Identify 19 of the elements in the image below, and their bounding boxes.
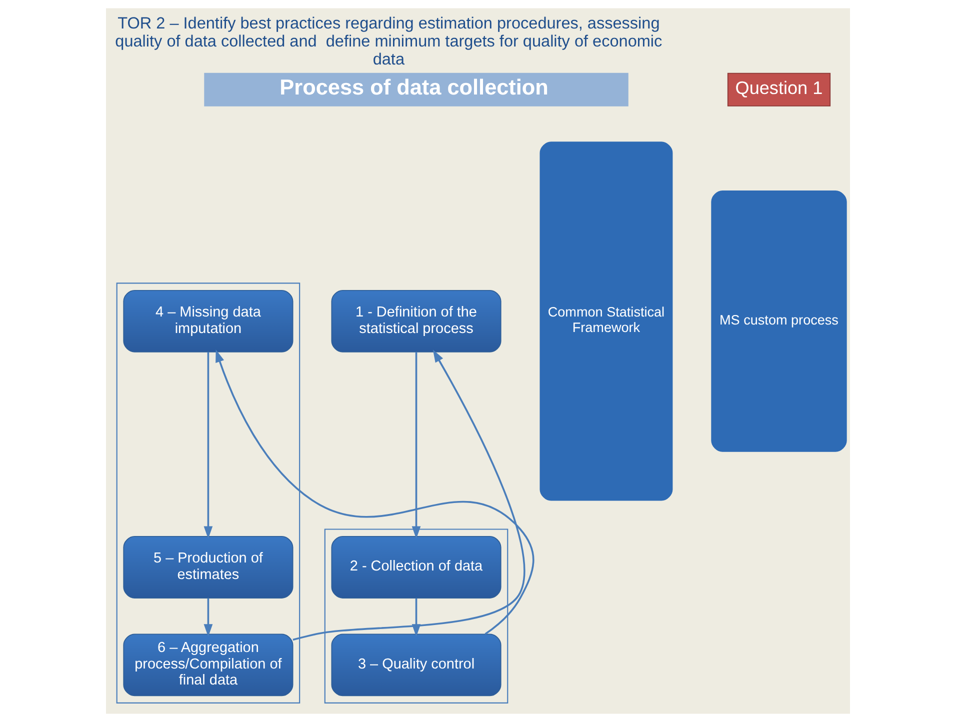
arrow [203,352,212,539]
node-box: 4 – Missing data imputation [122,290,293,352]
arrow [411,352,420,539]
node-box: Common Statistical Framework [539,142,672,501]
node-box: 1 - Definition of the statistical process [330,290,501,352]
cluster [116,282,300,704]
node-box: 5 – Production of estimates [122,536,293,598]
node-box: 6 – Aggregation process/Compilation of final data [122,634,293,696]
node-box: 3 – Quality control [330,634,501,696]
diagram-title: TOR 2 – Identify best practices regarding estimation procedures, assessing quality of data collected and define minimum targets for quality of economic data [114,14,662,69]
cluster [324,528,508,704]
node-box: MS custom process [710,190,846,452]
arrow [411,598,420,637]
arrow [292,350,525,641]
node-box: Question 1 [726,72,830,106]
node-box: Process of data collection [204,72,628,106]
arrow [203,598,212,637]
arrow [215,350,534,635]
node-box: 2 - Collection of data [330,536,501,598]
